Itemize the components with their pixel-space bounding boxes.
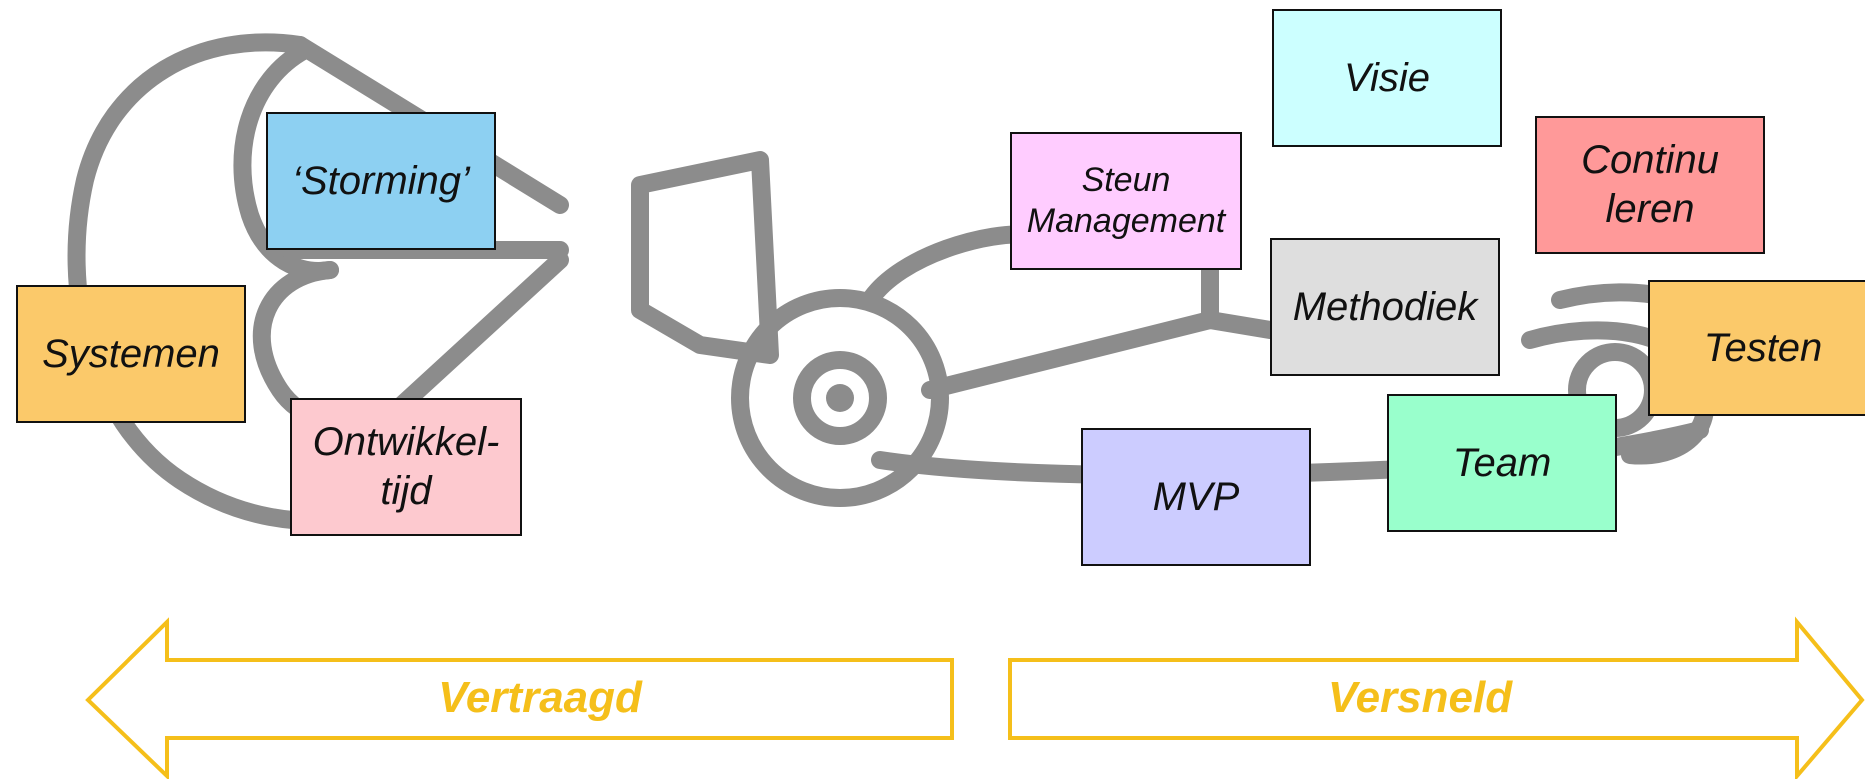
continu-leren-card: Continu leren: [1535, 116, 1765, 254]
team-label: Team: [1452, 440, 1552, 485]
versneld-label: Versneld: [1327, 673, 1513, 722]
continu-label-line1: Continu: [1581, 138, 1719, 183]
team-card: Team: [1387, 394, 1617, 532]
visie-card: Visie: [1272, 9, 1502, 147]
continu-label-line2: leren: [1605, 187, 1695, 231]
steun-label-line1: Steun: [1081, 160, 1171, 199]
mvp-label: MVP: [1152, 474, 1240, 519]
ontwikkeltijd-card: Ontwikkel- tijd: [290, 398, 522, 536]
steun-management-card: Steun Management: [1010, 132, 1242, 270]
car-rear-wing-inner: [233, 41, 339, 280]
car-cockpit: [631, 151, 779, 364]
car-mid-wheel-inner: [793, 351, 887, 445]
car-nose: [1201, 261, 1279, 339]
methodiek-label: Methodiek: [1292, 284, 1478, 329]
ontwikkeltijd-label-line1: Ontwikkel-: [312, 420, 500, 465]
storming-label: ‘Storming’: [292, 158, 470, 203]
steun-label-line2: Management: [1026, 202, 1226, 240]
car-mid-wheel-outer: [731, 289, 949, 507]
car-body-lower: [921, 311, 1219, 399]
methodiek-card: Methodiek: [1270, 238, 1500, 376]
visie-label: Visie: [1344, 55, 1430, 100]
ontwikkeltijd-label-line2: tijd: [380, 469, 432, 513]
systemen-card: Systemen: [16, 285, 246, 423]
mvp-card: MVP: [1081, 428, 1311, 566]
storming-card: ‘Storming’: [266, 112, 496, 250]
vertraagd-label: Vertraagd: [438, 673, 642, 722]
versneld-arrow: [1008, 616, 1865, 779]
testen-label: Testen: [1703, 325, 1823, 370]
vertraagd-arrow: [85, 617, 954, 779]
testen-card: Testen: [1648, 280, 1865, 416]
car-strut-lower: [371, 251, 569, 434]
systemen-label: Systemen: [42, 331, 220, 376]
